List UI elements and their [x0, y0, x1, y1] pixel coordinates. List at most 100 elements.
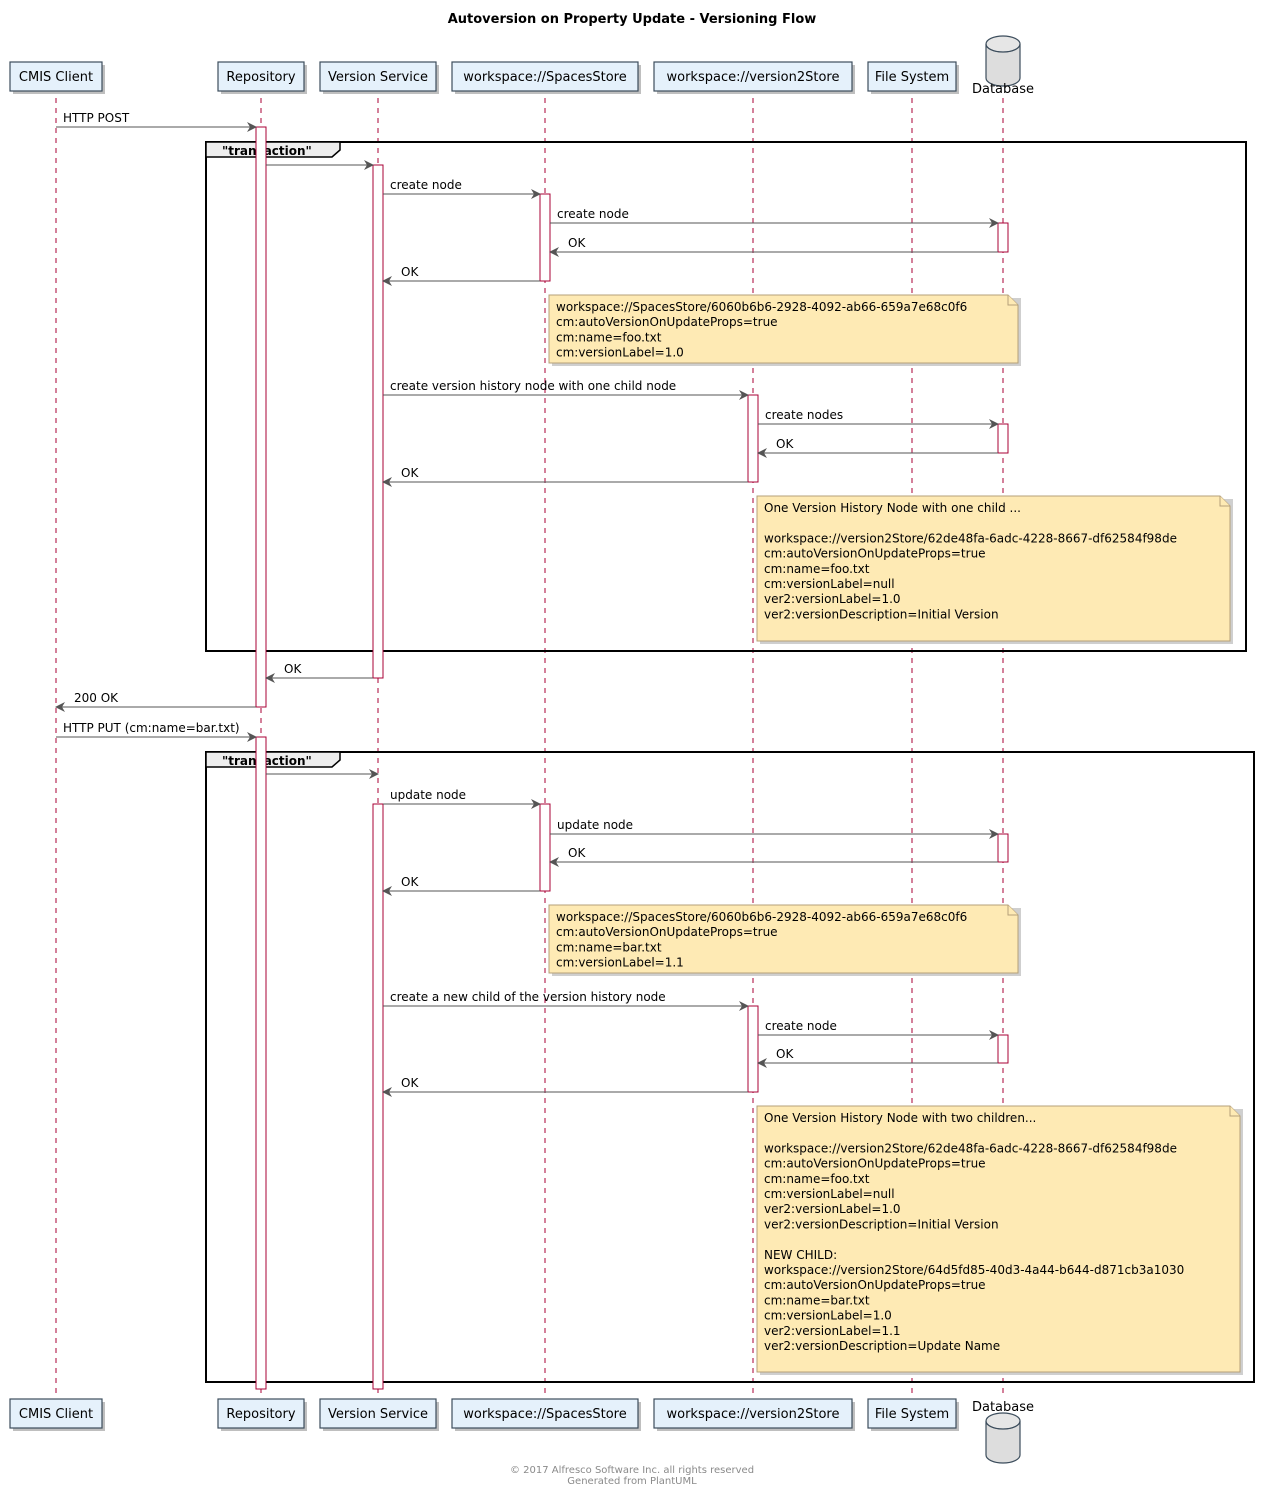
participant-box [451, 1398, 639, 1429]
database-icon [985, 1421, 1021, 1464]
message-label: update node [390, 788, 466, 802]
message-label: OK [776, 1047, 794, 1061]
message-db-to-ss: OK [549, 846, 998, 867]
participant-label: workspace://SpacesStore [463, 70, 626, 85]
message-label: OK [401, 265, 419, 279]
participant-box [217, 1398, 305, 1429]
message-db-to-v2: OK [757, 437, 998, 458]
message-label: HTTP POST [63, 111, 130, 125]
note-line: cm:autoVersionOnUpdateProps=true [764, 1157, 986, 1171]
note-line: cm:versionLabel=1.1 [556, 956, 684, 970]
message-vs-to-ss: create node [383, 178, 541, 199]
message-v2-to-vs: OK [382, 1076, 748, 1097]
note: workspace://SpacesStore/6060b6b6-2928-40… [548, 294, 1021, 366]
note: One Version History Node with two childr… [756, 1105, 1243, 1375]
participant-v2-top: workspace://version2Store [653, 61, 855, 94]
note-background [756, 1105, 1241, 1373]
transaction-group-label: "transaction" [222, 144, 312, 158]
message-label: update node [557, 818, 633, 832]
participant-label: Version Service [328, 1407, 428, 1422]
note-line: NEW CHILD: [764, 1248, 837, 1262]
diagram-title: Autoversion on Property Update - Version… [448, 12, 817, 27]
note-line: cm:name=bar.txt [764, 1293, 870, 1307]
participant-label: workspace://version2Store [667, 1407, 840, 1422]
participant-box [653, 61, 853, 92]
note-line: cm:autoVersionOnUpdateProps=true [764, 547, 986, 561]
participant-ss-top: workspace://SpacesStore [451, 61, 641, 94]
participant-box [319, 61, 437, 92]
participant-label: Version Service [328, 70, 428, 85]
participant-box [653, 1398, 853, 1429]
note-line: workspace://SpacesStore/6060b6b6-2928-40… [556, 300, 967, 314]
note-line: cm:versionLabel=null [764, 577, 895, 591]
note: One Version History Node with one child … [756, 495, 1233, 644]
participant-repo-top: Repository [217, 61, 307, 94]
notes: workspace://SpacesStore/6060b6b6-2928-40… [548, 294, 1243, 1375]
participant-fs-bottom: File System [867, 1398, 959, 1431]
note-line: ver2:versionLabel=1.1 [764, 1324, 901, 1338]
participant-label: Database [972, 82, 1034, 97]
participant-db-top: Database [972, 35, 1034, 97]
participant-label: Database [972, 1400, 1034, 1415]
message-client-to-repo: HTTP PUT (cm:name=bar.txt) [56, 721, 257, 742]
message-label: OK [284, 662, 302, 676]
participant-repo-bottom: Repository [217, 1398, 307, 1431]
note-line: cm:autoVersionOnUpdateProps=true [556, 925, 778, 939]
participant-client-bottom: CMIS Client [9, 1398, 105, 1431]
note-line: One Version History Node with one child … [764, 501, 1021, 515]
participant-label: CMIS Client [19, 1407, 93, 1422]
note-line: ver2:versionLabel=1.0 [764, 1202, 901, 1216]
participant-ss-bottom: workspace://SpacesStore [451, 1398, 641, 1431]
note-line: ver2:versionDescription=Initial Version [764, 1217, 999, 1231]
message-ss-to-vs: OK [382, 875, 540, 896]
message-ss-to-db: create node [550, 207, 999, 228]
message-label: create version history node with one chi… [390, 379, 676, 393]
message-label: create a new child of the version histor… [390, 990, 666, 1004]
message-db-to-v2: OK [757, 1047, 998, 1068]
message-client-to-repo: HTTP POST [56, 111, 257, 132]
participant-client-top: CMIS Client [9, 61, 105, 94]
note-line: workspace://version2Store/64d5fd85-40d3-… [764, 1263, 1184, 1277]
participant-label: File System [875, 1407, 949, 1422]
participant-v2-bottom: workspace://version2Store [653, 1398, 855, 1431]
participant-box [867, 1398, 957, 1429]
note: workspace://SpacesStore/6060b6b6-2928-40… [548, 904, 1021, 976]
participant-label: File System [875, 70, 949, 85]
note-line: One Version History Node with two childr… [764, 1111, 1036, 1125]
message-label: create node [557, 207, 629, 221]
message-ss-to-db: update node [550, 818, 999, 839]
note-line: cm:versionLabel=1.0 [556, 346, 684, 360]
note-line: workspace://SpacesStore/6060b6b6-2928-40… [556, 910, 967, 924]
participant-label: Repository [226, 1407, 295, 1422]
message-label: OK [401, 875, 419, 889]
note-background [756, 495, 1231, 642]
note-background [548, 294, 1019, 364]
activation-bars [255, 126, 1009, 1390]
message-v2-to-db: create nodes [758, 408, 999, 429]
message-label: create nodes [765, 408, 843, 422]
participant-vs-top: Version Service [319, 61, 439, 94]
note-line: workspace://version2Store/62de48fa-6adc-… [764, 1141, 1177, 1155]
participant-label: workspace://version2Store [667, 70, 840, 85]
note-line: ver2:versionLabel=1.0 [764, 592, 901, 606]
participant-box [9, 1398, 103, 1429]
message-label: OK [776, 437, 794, 451]
message-ss-to-vs: OK [382, 265, 540, 286]
note-line: cm:name=foo.txt [764, 562, 870, 576]
note-line: cm:versionLabel=null [764, 1187, 895, 1201]
note-background [548, 904, 1019, 974]
message-label: create node [765, 1019, 837, 1033]
message-vs-to-repo: OK [265, 662, 373, 683]
participant-vs-bottom: Version Service [319, 1398, 439, 1431]
message-vs-to-v2: create version history node with one chi… [383, 379, 749, 400]
note-line: cm:name=bar.txt [556, 940, 662, 954]
participant-box [217, 61, 305, 92]
note-line: workspace://version2Store/62de48fa-6adc-… [764, 531, 1177, 545]
message-vs-to-v2: create a new child of the version histor… [383, 990, 749, 1011]
message-label: OK [568, 236, 586, 250]
participant-label: CMIS Client [19, 70, 93, 85]
message-label: OK [401, 1076, 419, 1090]
